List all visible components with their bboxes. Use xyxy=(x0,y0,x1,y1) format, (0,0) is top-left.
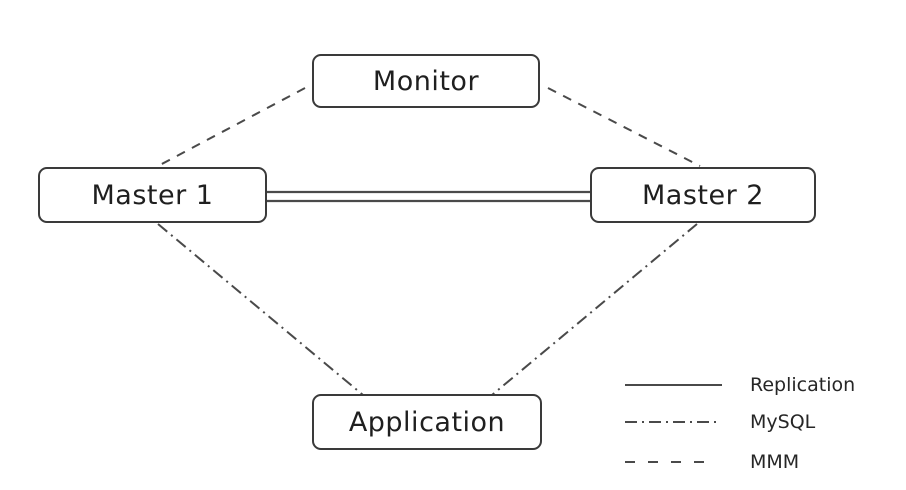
node-master-1-label: Master 1 xyxy=(91,179,214,211)
edge-mysql-master1-application xyxy=(157,223,364,396)
node-master-2-label: Master 2 xyxy=(642,179,764,211)
edge-mysql-master2-application xyxy=(491,223,698,396)
edge-mmm-monitor-master1 xyxy=(157,87,306,167)
node-monitor-label: Monitor xyxy=(372,65,480,97)
node-application-label: Application xyxy=(348,406,506,438)
legend-label-mysql: MySQL xyxy=(750,411,816,433)
node-master-1: Master 1 xyxy=(38,167,267,223)
legend-label-mmm: MMM xyxy=(750,451,800,473)
node-monitor: Monitor xyxy=(312,54,540,108)
node-application: Application xyxy=(312,394,542,450)
legend-label-replication: Replication xyxy=(750,374,856,396)
node-master-2: Master 2 xyxy=(590,167,816,223)
edge-mmm-monitor-master2 xyxy=(547,87,701,167)
